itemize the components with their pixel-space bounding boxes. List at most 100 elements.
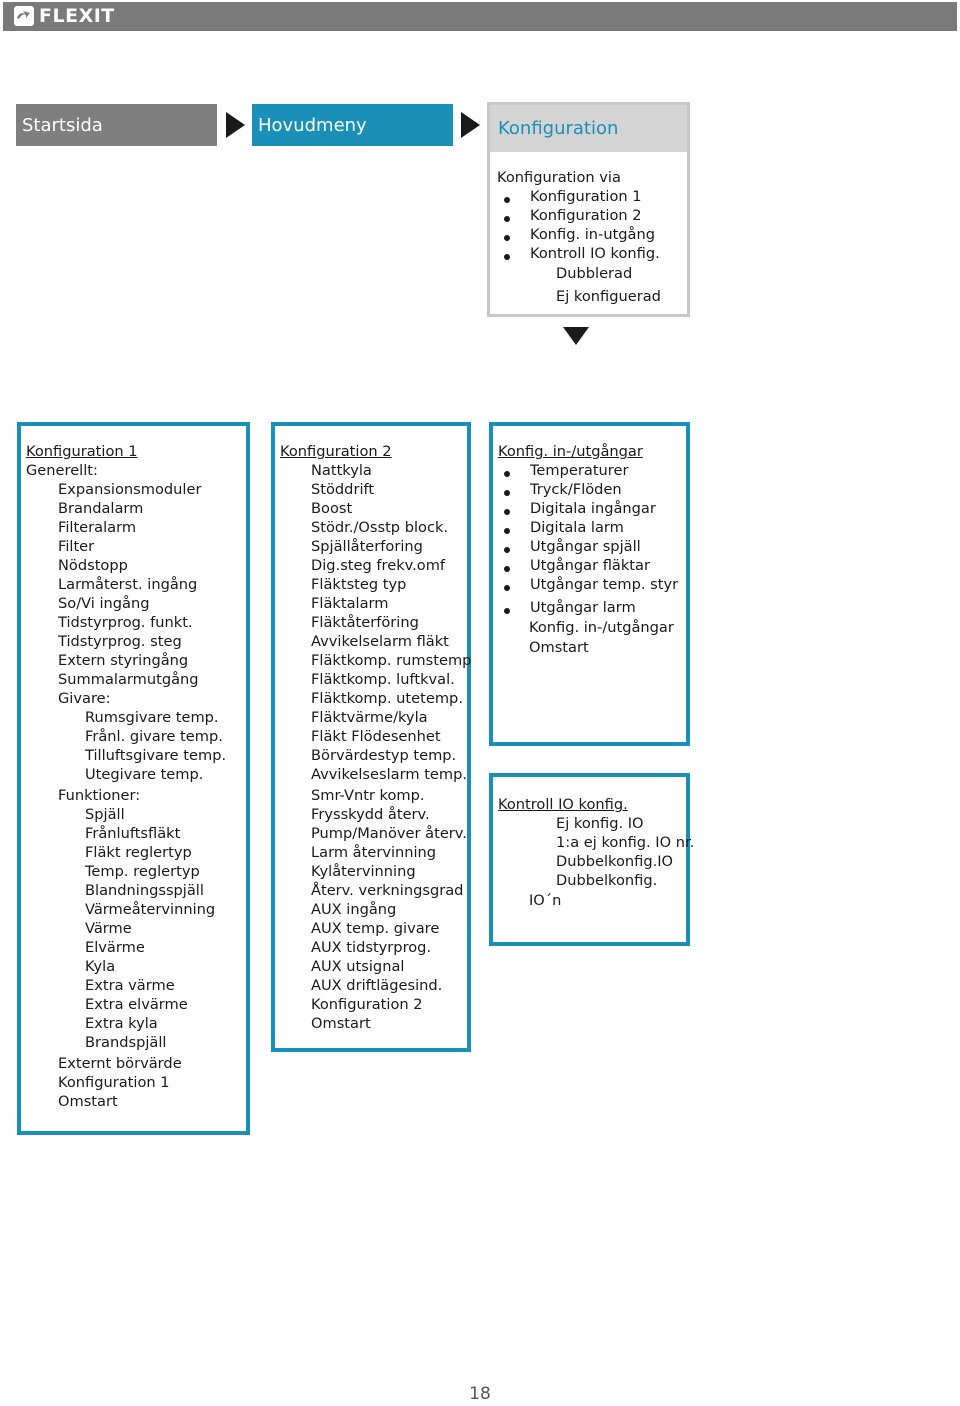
konfiguration2-item[interactable]: Börvärdestyp temp. (311, 747, 457, 764)
konfiguration1-item[interactable]: Tidstyrprog. steg (58, 633, 182, 650)
kontroll-io-title[interactable]: Kontroll IO konfig. (498, 796, 628, 813)
konfiguration2-item[interactable]: Fläktåterföring (311, 614, 419, 631)
konfiguration1-item[interactable]: Extra elvärme (85, 996, 188, 1013)
konfiguration1-item[interactable]: Temp. reglertyp (85, 863, 200, 880)
konfiguration2-item[interactable]: Fläktsteg typ (311, 576, 407, 593)
konfig-io-item[interactable]: Utgångar fläktar (530, 557, 650, 574)
konfiguration1-item[interactable]: Brandspjäll (85, 1034, 167, 1051)
flexit-logo: FLEXIT (14, 4, 115, 28)
konfiguration2-item[interactable]: Frysskydd återv. (311, 806, 430, 823)
konfiguration1-item[interactable]: Externt börvärde (58, 1055, 182, 1072)
konfiguration2-item[interactable]: Fläktkomp. luftkval. (311, 671, 455, 688)
konfiguration2-item[interactable]: AUX tidstyrprog. (311, 939, 432, 956)
konfiguration2-item[interactable]: Återv. verkningsgrad (311, 882, 464, 899)
bullet-icon (504, 608, 510, 614)
konfiguration1-item[interactable]: Elvärme (85, 939, 145, 956)
konfiguration1-item[interactable]: Extra kyla (85, 1015, 158, 1032)
konfiguration1-item[interactable]: Filteralarm (58, 519, 137, 536)
konfiguration2-item[interactable]: Konfiguration 2 (311, 996, 423, 1013)
konfiguration2-item[interactable]: Pump/Manöver återv. (311, 825, 467, 842)
konfiguration1-group-label: Generellt: (26, 462, 98, 479)
konfig-io-item[interactable]: Tryck/Flöden (530, 481, 622, 498)
config-panel: Konfiguration (487, 102, 690, 317)
konfiguration1-item[interactable]: Konfiguration 1 (58, 1074, 170, 1091)
arrow-right-icon (461, 112, 480, 138)
bullet-icon (504, 197, 510, 203)
konfiguration2-item[interactable]: Smr-Vntr komp. (311, 787, 425, 804)
konfiguration2-item[interactable]: Fläkt Flödesenhet (311, 728, 441, 745)
konfiguration2-item[interactable]: Dig.steg frekv.omf (311, 557, 446, 574)
konfiguration1-item[interactable]: Nödstopp (58, 557, 128, 574)
bullet-icon (504, 547, 510, 553)
konfiguration1-item[interactable]: Extern styringång (58, 652, 189, 669)
konfig-io-item[interactable]: Utgångar larm (530, 599, 636, 616)
konfiguration1-item[interactable]: Utegivare temp. (85, 766, 204, 783)
konfiguration1-item[interactable]: Kyla (85, 958, 116, 975)
konfiguration1-item[interactable]: Tidstyrprog. funkt. (58, 614, 193, 631)
konfiguration1-item[interactable]: Tilluftsgivare temp. (85, 747, 227, 764)
konfiguration1-item[interactable]: Rumsgivare temp. (85, 709, 219, 726)
config-item[interactable]: Konfig. in-utgång (530, 226, 656, 243)
konfiguration2-item[interactable]: Larm återvinning (311, 844, 437, 861)
konfig-io-item[interactable]: Digitala ingångar (530, 500, 656, 517)
config-item[interactable]: Kontroll IO konfig. (530, 245, 660, 262)
konfiguration1-item[interactable]: Brandalarm (58, 500, 144, 517)
breadcrumb-startsida[interactable]: Startsida (16, 104, 217, 146)
konfiguration1-item[interactable]: Fläkt reglertyp (85, 844, 192, 861)
config-panel-header[interactable]: Konfiguration (490, 105, 687, 152)
konfiguration1-item[interactable]: Expansionsmoduler (58, 481, 202, 498)
konfig-io-item[interactable]: Utgångar spjäll (530, 538, 641, 555)
konfiguration1-item[interactable]: Blandningsspjäll (85, 882, 204, 899)
arrow-right-icon (226, 112, 245, 138)
konfiguration1-item[interactable]: Spjäll (85, 806, 125, 823)
konfiguration2-item[interactable]: Stöddrift (311, 481, 375, 498)
konfiguration2-item[interactable]: Avvikelselarm fläkt (311, 633, 449, 650)
breadcrumb-startsida-label: Startsida (22, 114, 103, 136)
konfig-io-item[interactable]: Omstart (529, 639, 589, 656)
konfiguration2-item[interactable]: Fläktkomp. utetemp. (311, 690, 463, 707)
breadcrumb-hovudmeny-label: Hovudmeny (258, 114, 367, 136)
konfiguration1-item[interactable]: Filter (58, 538, 95, 555)
konfig-io-item[interactable]: Konfig. in-/utgångar (529, 619, 674, 636)
konfiguration1-item[interactable]: Frånluftsfläkt (85, 825, 181, 842)
konfiguration2-item[interactable]: Avvikelseslarm temp. (311, 766, 468, 783)
kontroll-io-box (489, 773, 690, 946)
konfiguration2-item[interactable]: Fläktalarm (311, 595, 389, 612)
konfiguration2-item[interactable]: Kylåtervinning (311, 863, 416, 880)
konfiguration1-item[interactable]: Larmåterst. ingång (58, 576, 198, 593)
config-item[interactable]: Konfiguration 1 (530, 188, 642, 205)
konfiguration2-item[interactable]: AUX driftlägesind. (311, 977, 443, 994)
konfiguration1-item[interactable]: Extra värme (85, 977, 175, 994)
logo-text: FLEXIT (39, 5, 115, 27)
konfiguration1-item[interactable]: Frånl. givare temp. (85, 728, 223, 745)
konfiguration2-item[interactable]: Stödr./Osstp block. (311, 519, 449, 536)
konfiguration2-title[interactable]: Konfiguration 2 (280, 443, 392, 460)
bullet-icon (504, 471, 510, 477)
config-item[interactable]: Konfiguration 2 (530, 207, 642, 224)
konfiguration2-box (271, 422, 471, 1052)
konfiguration1-title[interactable]: Konfiguration 1 (26, 443, 138, 460)
konfiguration1-group-label: Funktioner: (58, 787, 141, 804)
konfiguration1-item[interactable]: Värme (85, 920, 132, 937)
konfiguration1-item[interactable]: Värmeåtervinning (85, 901, 216, 918)
konfiguration2-item[interactable]: AUX ingång (311, 901, 397, 918)
konfig-io-item[interactable]: Utgångar temp. styr (530, 576, 679, 593)
konfiguration1-item[interactable]: Summalarmutgång (58, 671, 199, 688)
konfiguration1-group-label: Givare: (58, 690, 111, 707)
konfiguration2-item[interactable]: Omstart (311, 1015, 371, 1032)
konfiguration2-item[interactable]: AUX temp. givare (311, 920, 440, 937)
breadcrumb-hovudmeny[interactable]: Hovudmeny (252, 104, 453, 146)
konfiguration2-item[interactable]: Fläktvärme/kyla (311, 709, 428, 726)
konfig-io-box (489, 422, 690, 746)
konfig-io-title[interactable]: Konfig. in-/utgångar (498, 443, 643, 460)
konfiguration2-item[interactable]: Spjällåterforing (311, 538, 423, 555)
konfiguration2-item[interactable]: Boost (311, 500, 353, 517)
konfiguration2-item[interactable]: AUX utsignal (311, 958, 405, 975)
konfiguration2-item[interactable]: Fläktkomp. rumstemp (311, 652, 472, 669)
bullet-icon (504, 566, 510, 572)
konfig-io-item[interactable]: Temperaturer (530, 462, 629, 479)
konfiguration1-item[interactable]: So/Vi ingång (58, 595, 150, 612)
konfiguration2-item[interactable]: Nattkyla (311, 462, 372, 479)
konfig-io-item[interactable]: Digitala larm (530, 519, 624, 536)
konfiguration1-item[interactable]: Omstart (58, 1093, 118, 1110)
